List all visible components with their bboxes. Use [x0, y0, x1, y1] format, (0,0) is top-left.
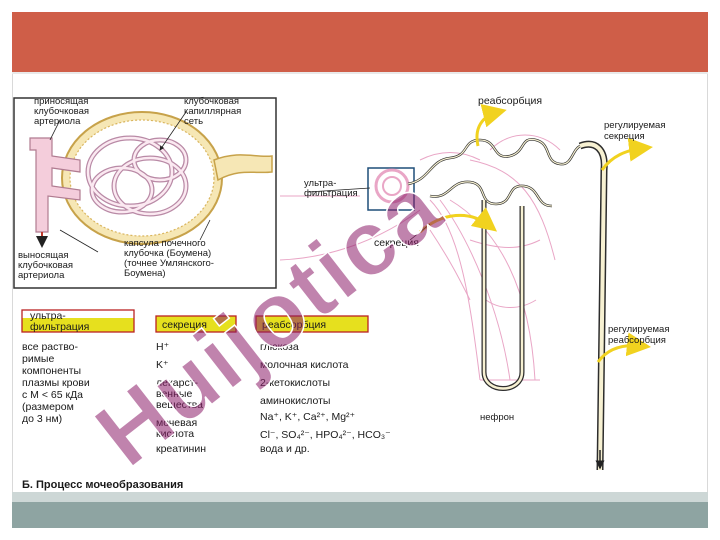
reab-item-3: аминокислоты	[260, 395, 330, 407]
sec-item-7: креатинин	[156, 443, 206, 455]
loop-of-henle	[481, 200, 525, 391]
header-band	[12, 12, 708, 72]
sec-item-2: лекарст-	[156, 377, 199, 389]
proximal-tubule-start	[213, 154, 273, 182]
reabsorption-top-label: реабсорбция	[478, 95, 542, 107]
regulated-reabsorption-label-2: реабсорбция	[608, 335, 666, 346]
efferent-label-1: выносящая	[18, 250, 69, 261]
regulated-secretion-label-2: секреция	[604, 131, 645, 142]
capillary-label-2: капиллярная	[184, 106, 241, 117]
substance-table: ультра- фильтрация секреция реабсорбция …	[21, 309, 391, 455]
uf-item-1: римые	[22, 353, 54, 365]
ultrafiltration-label-2: фильтрация	[304, 188, 358, 199]
afferent-label-3: артериола	[34, 116, 81, 127]
sec-item-0: H⁺	[156, 341, 170, 353]
glomerulus-inset: приносящая клубочковая артериола клубочк…	[13, 96, 277, 289]
sec-item-6: кислота	[156, 428, 194, 440]
uf-item-0: все раство-	[22, 341, 79, 353]
reabsorption-column: глюкоза молочная кислота 2-кетокислоты а…	[260, 341, 391, 455]
efferent-label-2: клубочковая	[18, 260, 73, 271]
header-reabsorption-bg	[256, 316, 368, 332]
reab-item-2: 2-кетокислоты	[260, 377, 330, 389]
nephron-label: нефрон	[480, 412, 514, 423]
header-ultrafiltration-1: ультра-	[30, 310, 66, 322]
arterioles	[29, 137, 81, 233]
header-divider	[12, 72, 708, 74]
reab-item-1: молочная кислота	[260, 359, 349, 371]
header-secretion-bg	[156, 316, 236, 332]
secretion-column: H⁺ K⁺ лекарст- венные вещества мочевая к…	[156, 341, 206, 455]
figure-caption: Б. Процесс мочеобразования	[22, 479, 183, 491]
sec-item-1: K⁺	[156, 359, 169, 371]
sec-item-5: мочевая	[156, 417, 197, 429]
capillary-label-1: клубочковая	[184, 96, 239, 107]
afferent-label-2: клубочковая	[34, 106, 89, 117]
sec-item-4: вещества	[156, 399, 203, 411]
header-ultrafiltration-bg	[22, 318, 134, 332]
sec-item-3: венные	[156, 388, 192, 400]
efferent-label-3: артериола	[18, 270, 65, 281]
content-frame	[12, 74, 708, 492]
uf-item-6: до 3 нм)	[22, 413, 62, 425]
header-ultrafiltration-2: фильтрация	[30, 321, 89, 333]
capsule-label-2: клубочка (Боумена)	[124, 248, 211, 259]
regulated-reabsorption-label-1: регулируемая	[608, 324, 670, 335]
regulated-secretion-label-1: регулируемая	[604, 120, 666, 131]
reab-item-0: глюкоза	[260, 341, 299, 353]
reab-item-6: вода и др.	[260, 443, 310, 455]
nephron-glomerulus	[374, 168, 410, 204]
reabsorption-arrow-top	[475, 104, 507, 147]
header-reabsorption: реабсорбция	[262, 319, 326, 331]
reab-item-5: Cl⁻, SO₄²⁻, HPO₄²⁻, HCO₃⁻	[260, 429, 391, 441]
reab-item-4: Na⁺, K⁺, Ca²⁺, Mg²⁺	[260, 411, 356, 423]
header-secretion: секреция	[162, 319, 207, 331]
footer-band	[12, 502, 708, 528]
capsule-label-3: (точнее Умлянского-	[124, 258, 214, 269]
footer-strip	[12, 492, 708, 502]
regulated-reabsorption-arrow	[596, 332, 651, 363]
uf-item-2: компоненты	[22, 365, 81, 377]
regulated-secretion-arrow	[600, 137, 653, 171]
uf-item-5: (размером	[22, 401, 74, 413]
nephron-diagram: реабсорбция регулируемая секреция ультра…	[279, 95, 670, 471]
ultrafiltration-label-1: ультра-	[304, 178, 336, 189]
ultrafiltration-column: все раство- римые компоненты плазмы кров…	[22, 341, 90, 425]
uf-item-3: плазмы крови	[22, 377, 90, 389]
capsule-label-4: Боумена)	[124, 268, 166, 279]
glomerulus-highlight-box	[367, 167, 415, 211]
capsule-label-1: капсула почечного	[124, 238, 206, 249]
afferent-label-1: приносящая	[34, 96, 88, 107]
uf-item-4: с М < 65 кДа	[22, 389, 83, 401]
secretion-label: секреция	[374, 237, 419, 249]
capillary-label-3: сеть	[184, 116, 203, 127]
